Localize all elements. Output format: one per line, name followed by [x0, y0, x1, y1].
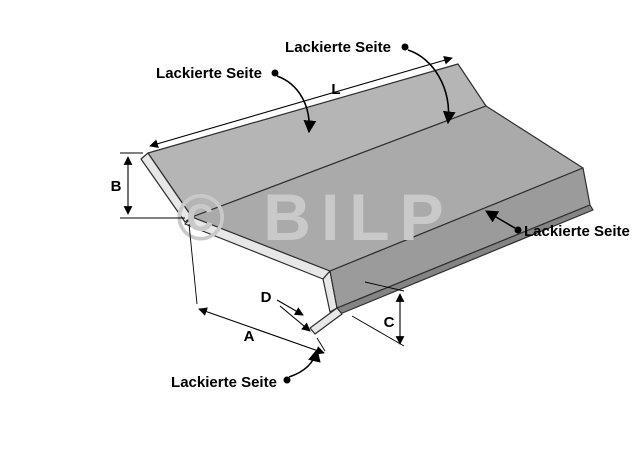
dimension-arrow-D-1 [276, 299, 304, 316]
dimension-label-L: L [331, 81, 340, 98]
dimension-arrow-D-2 [279, 305, 311, 332]
hem-flange-end [309, 307, 343, 335]
leader-dot [401, 43, 409, 51]
leader-arrow [484, 210, 516, 229]
annotation-label: Lackierte Seite [524, 223, 630, 240]
dimension-label-A: A [244, 328, 255, 345]
leader-arrow [407, 49, 456, 125]
leader-dot [271, 69, 279, 77]
dimension-label-B: B [111, 178, 122, 195]
annotation-painted-side-top: Lackierte Seite [285, 39, 456, 125]
annotation-label: Lackierte Seite [156, 65, 262, 82]
dimension-depth: A [188, 223, 326, 355]
dimension-front-drop: C [351, 281, 405, 347]
dimension-label-C: C [384, 314, 395, 331]
annotation-painted-side-bottom: Lackierte Seite [171, 348, 321, 391]
extension-line-A-left [188, 223, 198, 305]
dimension-upstand-height: B [111, 152, 185, 219]
dimension-hem: D [261, 289, 311, 332]
annotation-label: Lackierte Seite [171, 374, 277, 391]
annotation-painted-side-right: Lackierte Seite [484, 210, 630, 240]
leader-arrow [288, 348, 321, 378]
dimension-line-L [149, 55, 453, 149]
leader-dot [283, 376, 291, 384]
dimension-label-D: D [261, 289, 272, 306]
extension-line-A-right [316, 337, 326, 352]
dimension-line-A [198, 307, 325, 355]
extension-line-C-bottom [351, 315, 405, 347]
annotation-label: Lackierte Seite [285, 39, 391, 56]
dimension-length: L [149, 55, 453, 149]
extension-line-C-top [364, 281, 405, 292]
watermark-text: © BILP [176, 180, 453, 254]
annotation-painted-side-left: Lackierte Seite [156, 65, 317, 134]
leader-arrow [276, 75, 317, 134]
leader-dot [514, 226, 522, 234]
